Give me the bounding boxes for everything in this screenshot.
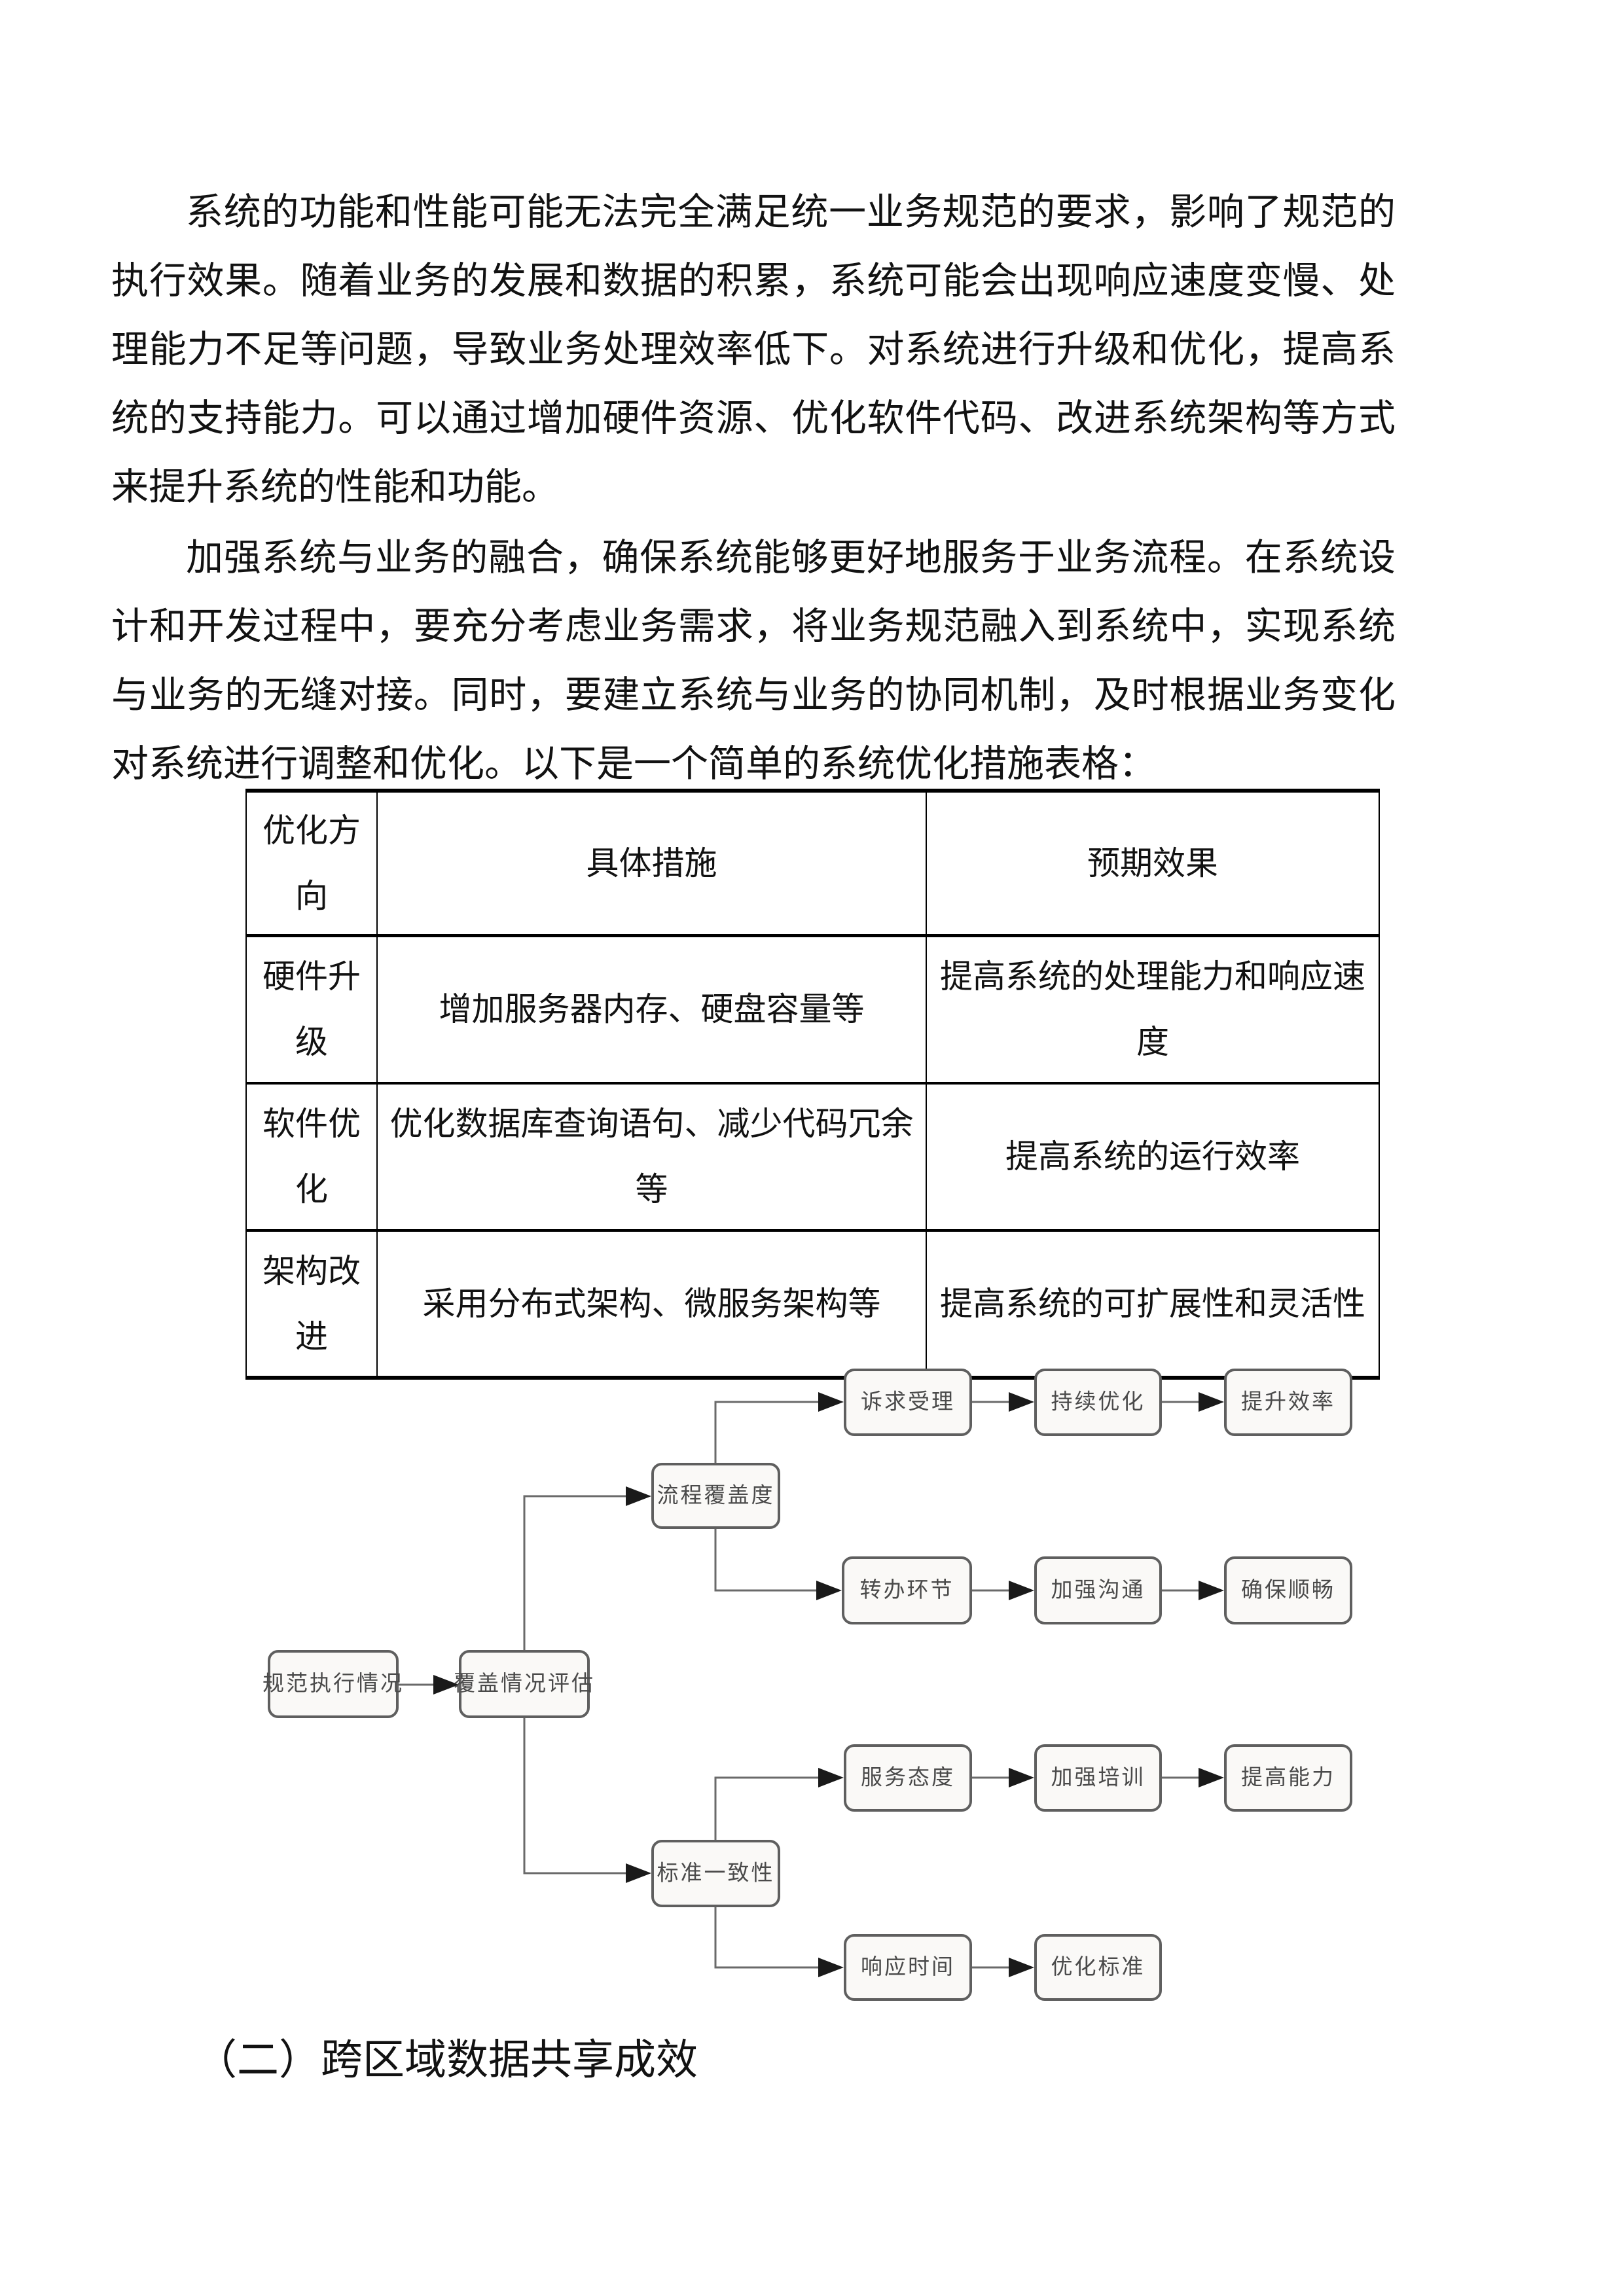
flowchart-node-label: 优化标准 [1051,1955,1146,1979]
section-heading-cross-region-data-sharing: （二）跨区域数据共享成效 [195,2037,698,2083]
flowchart-node-xiangying: 响应时间 [844,1934,972,2001]
flowchart-node-label: 规范执行情况 [262,1672,404,1696]
flowchart-node-liucheng: 流程覆盖度 [651,1463,780,1529]
flowchart-node-fugai: 覆盖情况评估 [454,1650,595,1718]
flowchart-node-box [1034,1369,1162,1436]
flowchart-node-box [844,1934,972,2001]
table-cell: 提高系统的运行效率 [926,1083,1380,1232]
table-row: 硬件升级增加服务器内存、硬盘容量等提高系统的处理能力和响应速度 [245,935,1380,1085]
flowchart-node-label: 转办环节 [860,1578,954,1602]
flowchart-node-jiaqiangg: 加强沟通 [1034,1556,1162,1624]
flowchart-node-box [842,1556,972,1624]
flowchart-node-label: 响应时间 [861,1955,955,1979]
flowchart-connector-arrow [523,1717,651,1883]
table-header-cell: 预期效果 [926,789,1380,937]
flowchart-node-box [1034,1934,1162,2001]
flowchart-node-label: 标准一致性 [657,1861,775,1886]
flowchart-node-label: 流程覆盖度 [657,1484,775,1508]
flowchart-connector-arrow [714,1906,844,1977]
flowchart-connector-arrow [714,1768,844,1841]
flowchart-node-label: 持续优化 [1051,1390,1146,1414]
flowchart-node-box [1224,1369,1352,1436]
table-cell: 提高系统的处理能力和响应速度 [926,935,1380,1085]
flowchart-node-label: 提高能力 [1241,1766,1335,1790]
flowchart-node-box [651,1840,780,1907]
table-header-row: 优化方向具体措施预期效果 [245,789,1380,937]
flowchart-node-label: 覆盖情况评估 [454,1672,595,1696]
flowchart-node-suqiu: 诉求受理 [844,1369,972,1436]
flowchart-node-biaozhun: 标准一致性 [651,1840,780,1907]
flowchart-node-box [268,1650,399,1718]
flowchart-node-box [1034,1556,1162,1624]
optimization-measures-table: 优化方向具体措施预期效果 硬件升级增加服务器内存、硬盘容量等提高系统的处理能力和… [245,789,1380,1380]
flowchart-node-label: 确保顺畅 [1241,1578,1335,1602]
flowchart-node-box [651,1463,780,1529]
flowchart-node-box [1224,1556,1352,1624]
flowchart-node-label: 加强沟通 [1051,1578,1146,1602]
table-cell: 优化数据库查询语句、减少代码冗余等 [376,1083,927,1232]
process-flowchart: 规范执行情况覆盖情况评估流程覆盖度标准一致性诉求受理持续优化提升效率转办环节加强… [262,1369,1352,2001]
table-cell: 增加服务器内存、硬盘容量等 [376,935,927,1085]
paragraph-system-business-integration: 加强系统与业务的融合，确保系统能够更好地服务于业务流程。在系统设计和开发过程中，… [111,537,1396,785]
table-header-cell: 具体措施 [376,789,927,937]
flowchart-connector-arrow [714,1528,842,1600]
table-cell: 软件优化 [245,1083,378,1232]
table-cell: 架构改进 [245,1230,378,1380]
flowchart-node-jiaqiangp: 加强培训 [1034,1744,1162,1812]
flowchart-node-quebao: 确保顺畅 [1224,1556,1352,1624]
flowchart-node-box [1224,1744,1352,1812]
flowchart-node-youhua: 优化标准 [1034,1934,1162,2001]
table-row: 软件优化优化数据库查询语句、减少代码冗余等提高系统的运行效率 [245,1083,1380,1232]
flowchart-node-tigao: 提高能力 [1224,1744,1352,1812]
flowchart-node-guifan: 规范执行情况 [262,1650,404,1718]
flowchart-node-label: 提升效率 [1241,1390,1335,1414]
table-header-cell: 优化方向 [245,789,378,937]
table-cell: 采用分布式架构、微服务架构等 [376,1230,927,1380]
flowchart-node-tisheng: 提升效率 [1224,1369,1352,1436]
table-cell: 提高系统的可扩展性和灵活性 [926,1230,1380,1380]
flowchart-node-chixu: 持续优化 [1034,1369,1162,1436]
flowchart-node-label: 服务态度 [861,1766,955,1790]
table-row: 架构改进采用分布式架构、微服务架构等提高系统的可扩展性和灵活性 [245,1230,1380,1380]
flowchart-node-box [1034,1744,1162,1812]
flowchart-node-box [844,1369,972,1436]
flowchart-node-fuwu: 服务态度 [844,1744,972,1812]
paragraph-system-performance: 系统的功能和性能可能无法完全满足统一业务规范的要求，影响了规范的执行效果。随着业… [111,192,1396,508]
flowchart-node-zhuanban: 转办环节 [842,1556,972,1624]
flowchart-node-label: 诉求受理 [861,1390,955,1414]
flowchart-connector-arrow [523,1486,651,1651]
flowchart-node-label: 加强培训 [1051,1766,1146,1790]
flowchart-node-box [459,1650,590,1718]
table-cell: 硬件升级 [245,935,378,1085]
flowchart-connector-arrow [714,1392,844,1464]
flowchart-node-box [844,1744,972,1812]
